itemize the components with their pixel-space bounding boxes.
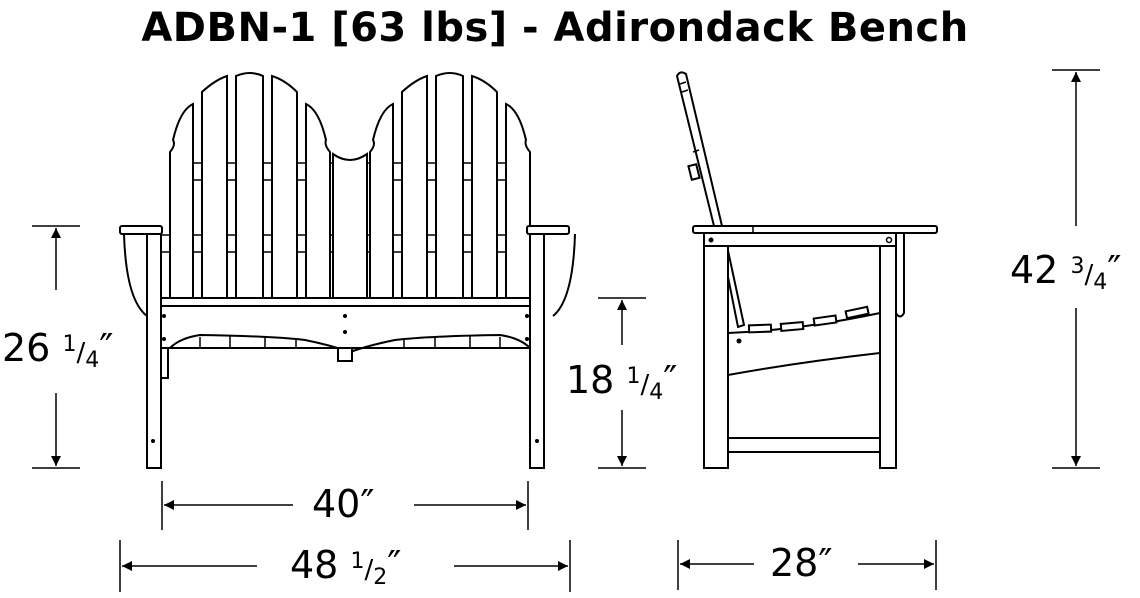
overall-height-numerator: 3 (1070, 254, 1085, 279)
seat-height-numerator: 1 (626, 364, 641, 389)
overall-width-numerator: 1 (350, 549, 365, 574)
seat-height-unit: ″ (663, 358, 678, 402)
side-view-bench (675, 71, 938, 469)
overall-width-whole: 48 (290, 543, 339, 587)
overall-height-unit: ″ (1107, 248, 1122, 292)
arm-height-numerator: 1 (62, 332, 77, 357)
back-crossbars (160, 162, 540, 253)
page-title: ADBN-1 [63 lbs] - Adirondack Bench (141, 5, 969, 51)
side-back-rest (675, 71, 724, 227)
arm-height-denominator: 4 (85, 348, 100, 373)
back-slats-left (169, 72, 531, 301)
seat-width-label: 40″ (312, 482, 375, 526)
arm-height-label: 26 1/4″ (2, 326, 114, 377)
seat-height-denominator: 4 (649, 380, 664, 405)
seat-height-whole: 18 (566, 358, 615, 402)
front-view-bench (119, 72, 576, 469)
overall-height-denominator: 4 (1093, 270, 1108, 295)
seat-width-unit: ″ (360, 482, 375, 526)
overall-width-unit: ″ (387, 543, 402, 587)
seat-front-edge (159, 297, 541, 307)
seat-apron (159, 305, 541, 354)
side-armrest (692, 225, 938, 234)
side-front-leg (879, 245, 897, 469)
right-front-leg (529, 231, 545, 469)
arm-height-unit: ″ (99, 326, 114, 370)
seat-width-whole: 40 (312, 482, 361, 526)
depth-whole: 28 (770, 541, 819, 585)
depth-unit: ″ (818, 541, 833, 585)
dimension-lines (32, 69, 1100, 592)
overall-height-whole: 42 (1010, 248, 1059, 292)
left-front-leg (146, 231, 162, 469)
left-arm-support (123, 233, 148, 317)
left-armrest (119, 225, 163, 235)
overall-height-label: 42 3/4″ (1010, 248, 1122, 299)
seat-height-label: 18 1/4″ (566, 358, 678, 409)
overall-width-denominator: 2 (373, 565, 388, 590)
overall-width-label: 48 1/2″ (290, 543, 402, 594)
arm-height-whole: 26 (2, 326, 51, 370)
depth-label: 28″ (770, 541, 833, 585)
center-support-block (337, 347, 353, 362)
side-rear-leg (703, 245, 729, 469)
right-armrest (526, 225, 570, 235)
right-arm-support (552, 233, 576, 317)
